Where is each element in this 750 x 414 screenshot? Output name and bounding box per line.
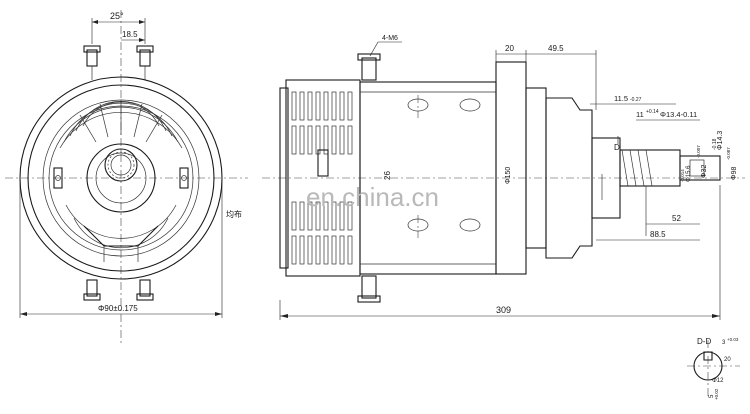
section-view-dd: D-D 3 +0.03 20 Φ12 5 +0.02 [687, 337, 740, 400]
section-view-dim-20: 20 [724, 357, 731, 363]
side-view-dim-309: 309 [496, 305, 511, 315]
end-view-diameter-label: Φ90±0.175 [98, 304, 138, 313]
side-view-dim-32: Φ32 [701, 165, 708, 178]
section-view-dim-12: Φ12 [712, 378, 724, 384]
side-view-dim-11-5: 11.5 [614, 94, 628, 103]
side-view-thread-label: 4-M6 [382, 35, 398, 42]
side-view-dim-14-3-tol: -0.18 [712, 138, 718, 150]
side-view-dim-98-tol: -0.087 [726, 147, 731, 160]
side-view-dim-150: Φ150 [505, 167, 512, 184]
side-view-dim-26: 26 [383, 171, 392, 180]
section-view-dim-5-tol: +0.02 [714, 388, 719, 400]
side-view-dim-11-tol: +0.14 [646, 109, 659, 115]
side-view-dim-32-tol: -0.007 [696, 145, 701, 158]
side-view-dim-11-5-tol: -0.27 [630, 97, 642, 103]
side-view-dim-98: Φ98 [731, 167, 738, 180]
side-view-dim-15-6-tol: -0.014 [680, 169, 685, 182]
side-view-dim-11: 11 [636, 110, 644, 119]
side-view: 309 20 49.5 4-M6 11.5 -0.27 11 +0.14 Φ13… [262, 35, 745, 320]
end-view-annotation-label: 均布 [226, 209, 242, 219]
section-view-dim-3-tol: +0.03 [727, 337, 739, 342]
section-view-dim-3: 3 [722, 340, 726, 346]
section-view-title: D-D [697, 337, 711, 346]
side-view-dim-14-3: Φ14.3 [717, 131, 724, 150]
end-view-bolt-offset-label: 18.5 [122, 30, 138, 39]
side-view-dim-49-5: 49.5 [548, 44, 564, 53]
section-view-dim-5: 5 [709, 394, 715, 398]
end-view: 25° 18.5 Φ90±0.175 均布 [5, 10, 248, 345]
side-view-dim-20: 20 [505, 44, 514, 53]
watermark: en.china.cn [306, 182, 439, 212]
side-view-dim-88-5: 88.5 [650, 230, 666, 239]
side-view-section-marker: D [614, 143, 620, 152]
side-view-dim-13-4: Φ13.4-0.11 [660, 110, 697, 119]
end-view-angle-label: 25° [110, 11, 124, 21]
vent-slots [291, 91, 353, 265]
side-view-dim-15-6: Φ15.6 [686, 165, 692, 182]
side-view-dim-52: 52 [672, 214, 681, 223]
